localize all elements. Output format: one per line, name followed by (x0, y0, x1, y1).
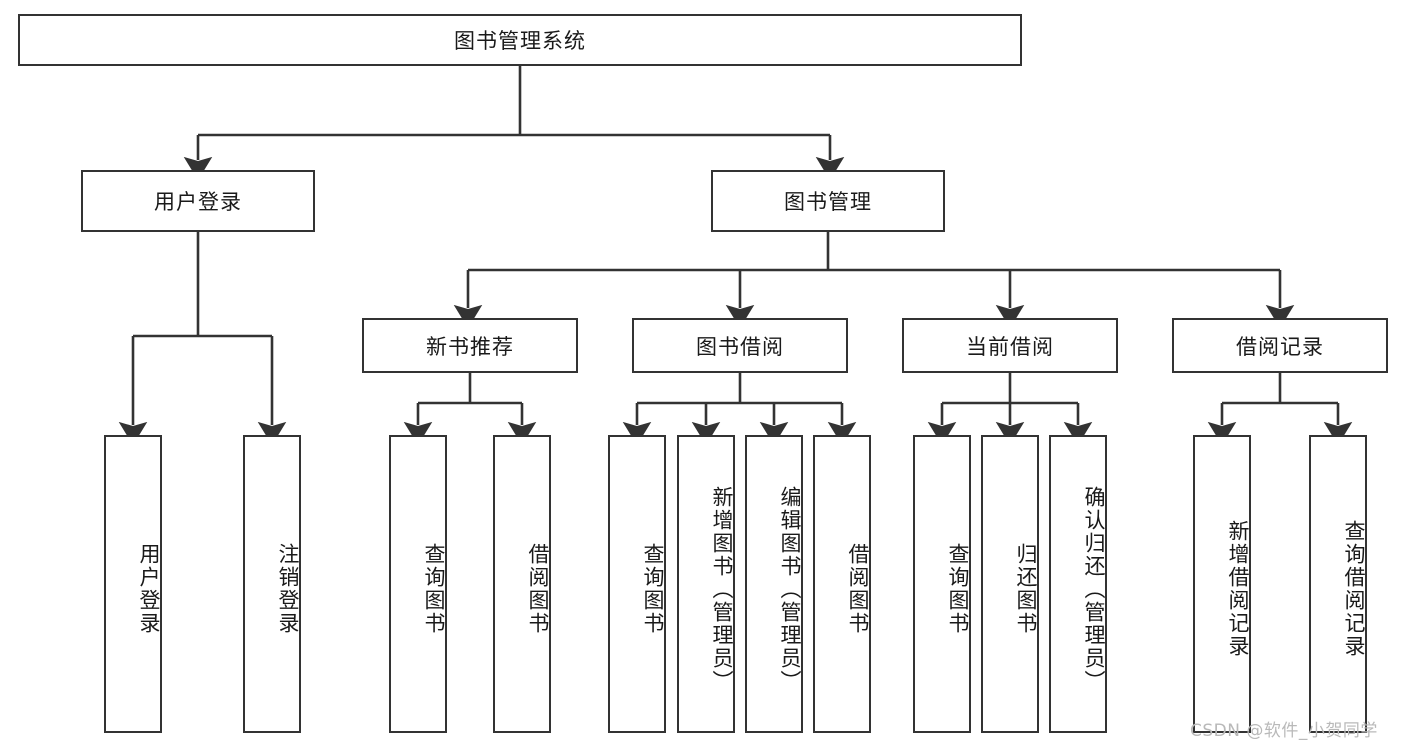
leaf-query-book-current[interactable]: 查询图书 (913, 435, 971, 733)
node-user-login[interactable]: 用户登录 (81, 170, 315, 232)
node-label: 查询图书 (422, 543, 446, 635)
leaf-query-book-new[interactable]: 查询图书 (389, 435, 447, 733)
node-label: 新书推荐 (426, 334, 514, 359)
leaf-user-logout[interactable]: 注销登录 (243, 435, 301, 733)
node-label: 查询图书 (641, 543, 665, 635)
leaf-add-book-admin[interactable]: 新增图书（管理员） (677, 435, 735, 733)
node-label: 借阅记录 (1236, 334, 1324, 359)
node-label: 查询图书 (946, 543, 970, 635)
node-borrow-record[interactable]: 借阅记录 (1172, 318, 1388, 373)
node-label: 新增图书（管理员） (710, 485, 734, 693)
node-label: 归还图书 (1014, 543, 1038, 635)
node-new-book-recommend[interactable]: 新书推荐 (362, 318, 578, 373)
leaf-borrow-book[interactable]: 借阅图书 (813, 435, 871, 733)
node-label: 图书管理 (784, 190, 872, 214)
node-book-management[interactable]: 图书管理 (711, 170, 945, 232)
leaf-confirm-return-admin[interactable]: 确认归还（管理员） (1049, 435, 1107, 733)
node-label: 借阅图书 (526, 543, 550, 635)
leaf-query-borrow-record[interactable]: 查询借阅记录 (1309, 435, 1367, 733)
leaf-add-borrow-record[interactable]: 新增借阅记录 (1193, 435, 1251, 733)
leaf-edit-book-admin[interactable]: 编辑图书（管理员） (745, 435, 803, 733)
node-label: 用户登录 (137, 543, 161, 635)
leaf-user-login[interactable]: 用户登录 (104, 435, 162, 733)
node-label: 用户登录 (154, 190, 242, 214)
leaf-return-book[interactable]: 归还图书 (981, 435, 1039, 733)
node-label: 编辑图书（管理员） (778, 485, 802, 693)
node-label: 图书借阅 (696, 334, 784, 359)
node-label: 查询借阅记录 (1342, 520, 1366, 658)
node-label: 图书管理系统 (454, 29, 586, 53)
node-root-system[interactable]: 图书管理系统 (18, 14, 1022, 66)
node-book-borrow[interactable]: 图书借阅 (632, 318, 848, 373)
node-label: 注销登录 (276, 543, 300, 635)
node-label: 当前借阅 (966, 334, 1054, 359)
leaf-query-book-borrow[interactable]: 查询图书 (608, 435, 666, 733)
leaf-borrow-book-new[interactable]: 借阅图书 (493, 435, 551, 733)
csdn-watermark: CSDN @软件_小贺同学 (1190, 721, 1378, 741)
node-label: 确认归还（管理员） (1082, 485, 1106, 693)
node-label: 新增借阅记录 (1226, 520, 1250, 658)
node-label: 借阅图书 (846, 543, 870, 635)
node-current-borrow[interactable]: 当前借阅 (902, 318, 1118, 373)
